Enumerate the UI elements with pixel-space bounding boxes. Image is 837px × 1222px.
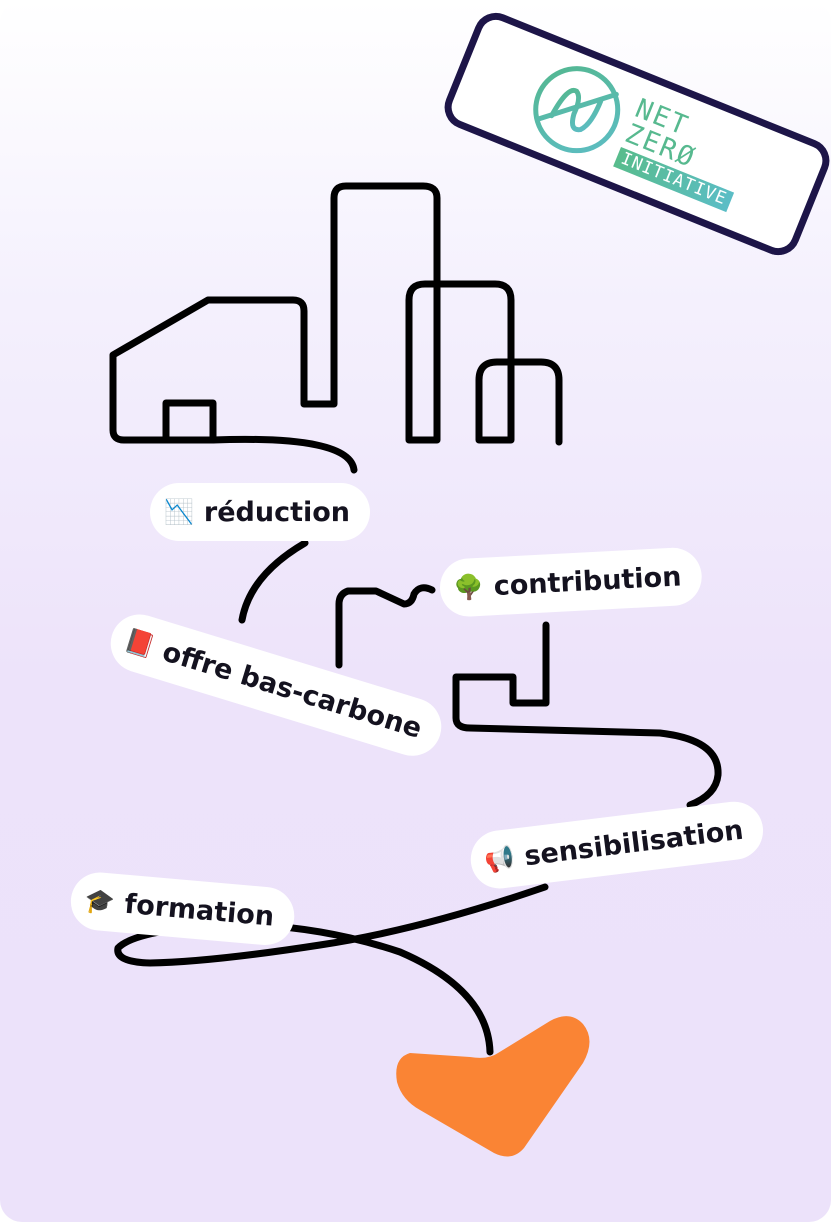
label-contribution-text: contribution	[493, 560, 683, 602]
net-zero-initiative-badge[interactable]: NET ZERØ INITIATIVE	[437, 6, 831, 262]
skyline-path	[109, 182, 563, 446]
label-reduction-text: réduction	[203, 496, 351, 528]
factory-right-path	[452, 621, 722, 809]
chart-decreasing-icon: 📉	[164, 498, 194, 526]
net-zero-logo-icon	[533, 66, 621, 154]
path-segment-1	[209, 435, 358, 624]
arrowhead-shape	[396, 1016, 590, 1157]
megaphone-icon: 📢	[483, 843, 517, 876]
logo-wordmark: NET ZERØ INITIATIVE	[613, 93, 755, 212]
factory-path	[335, 584, 436, 669]
loop-path	[114, 883, 549, 1056]
book-icon: 📕	[121, 625, 159, 662]
graduation-cap-icon: 🎓	[83, 886, 116, 917]
label-reduction: 📉 réduction	[150, 483, 371, 541]
tree-icon: 🌳	[453, 572, 485, 603]
label-formation-text: formation	[123, 888, 276, 933]
